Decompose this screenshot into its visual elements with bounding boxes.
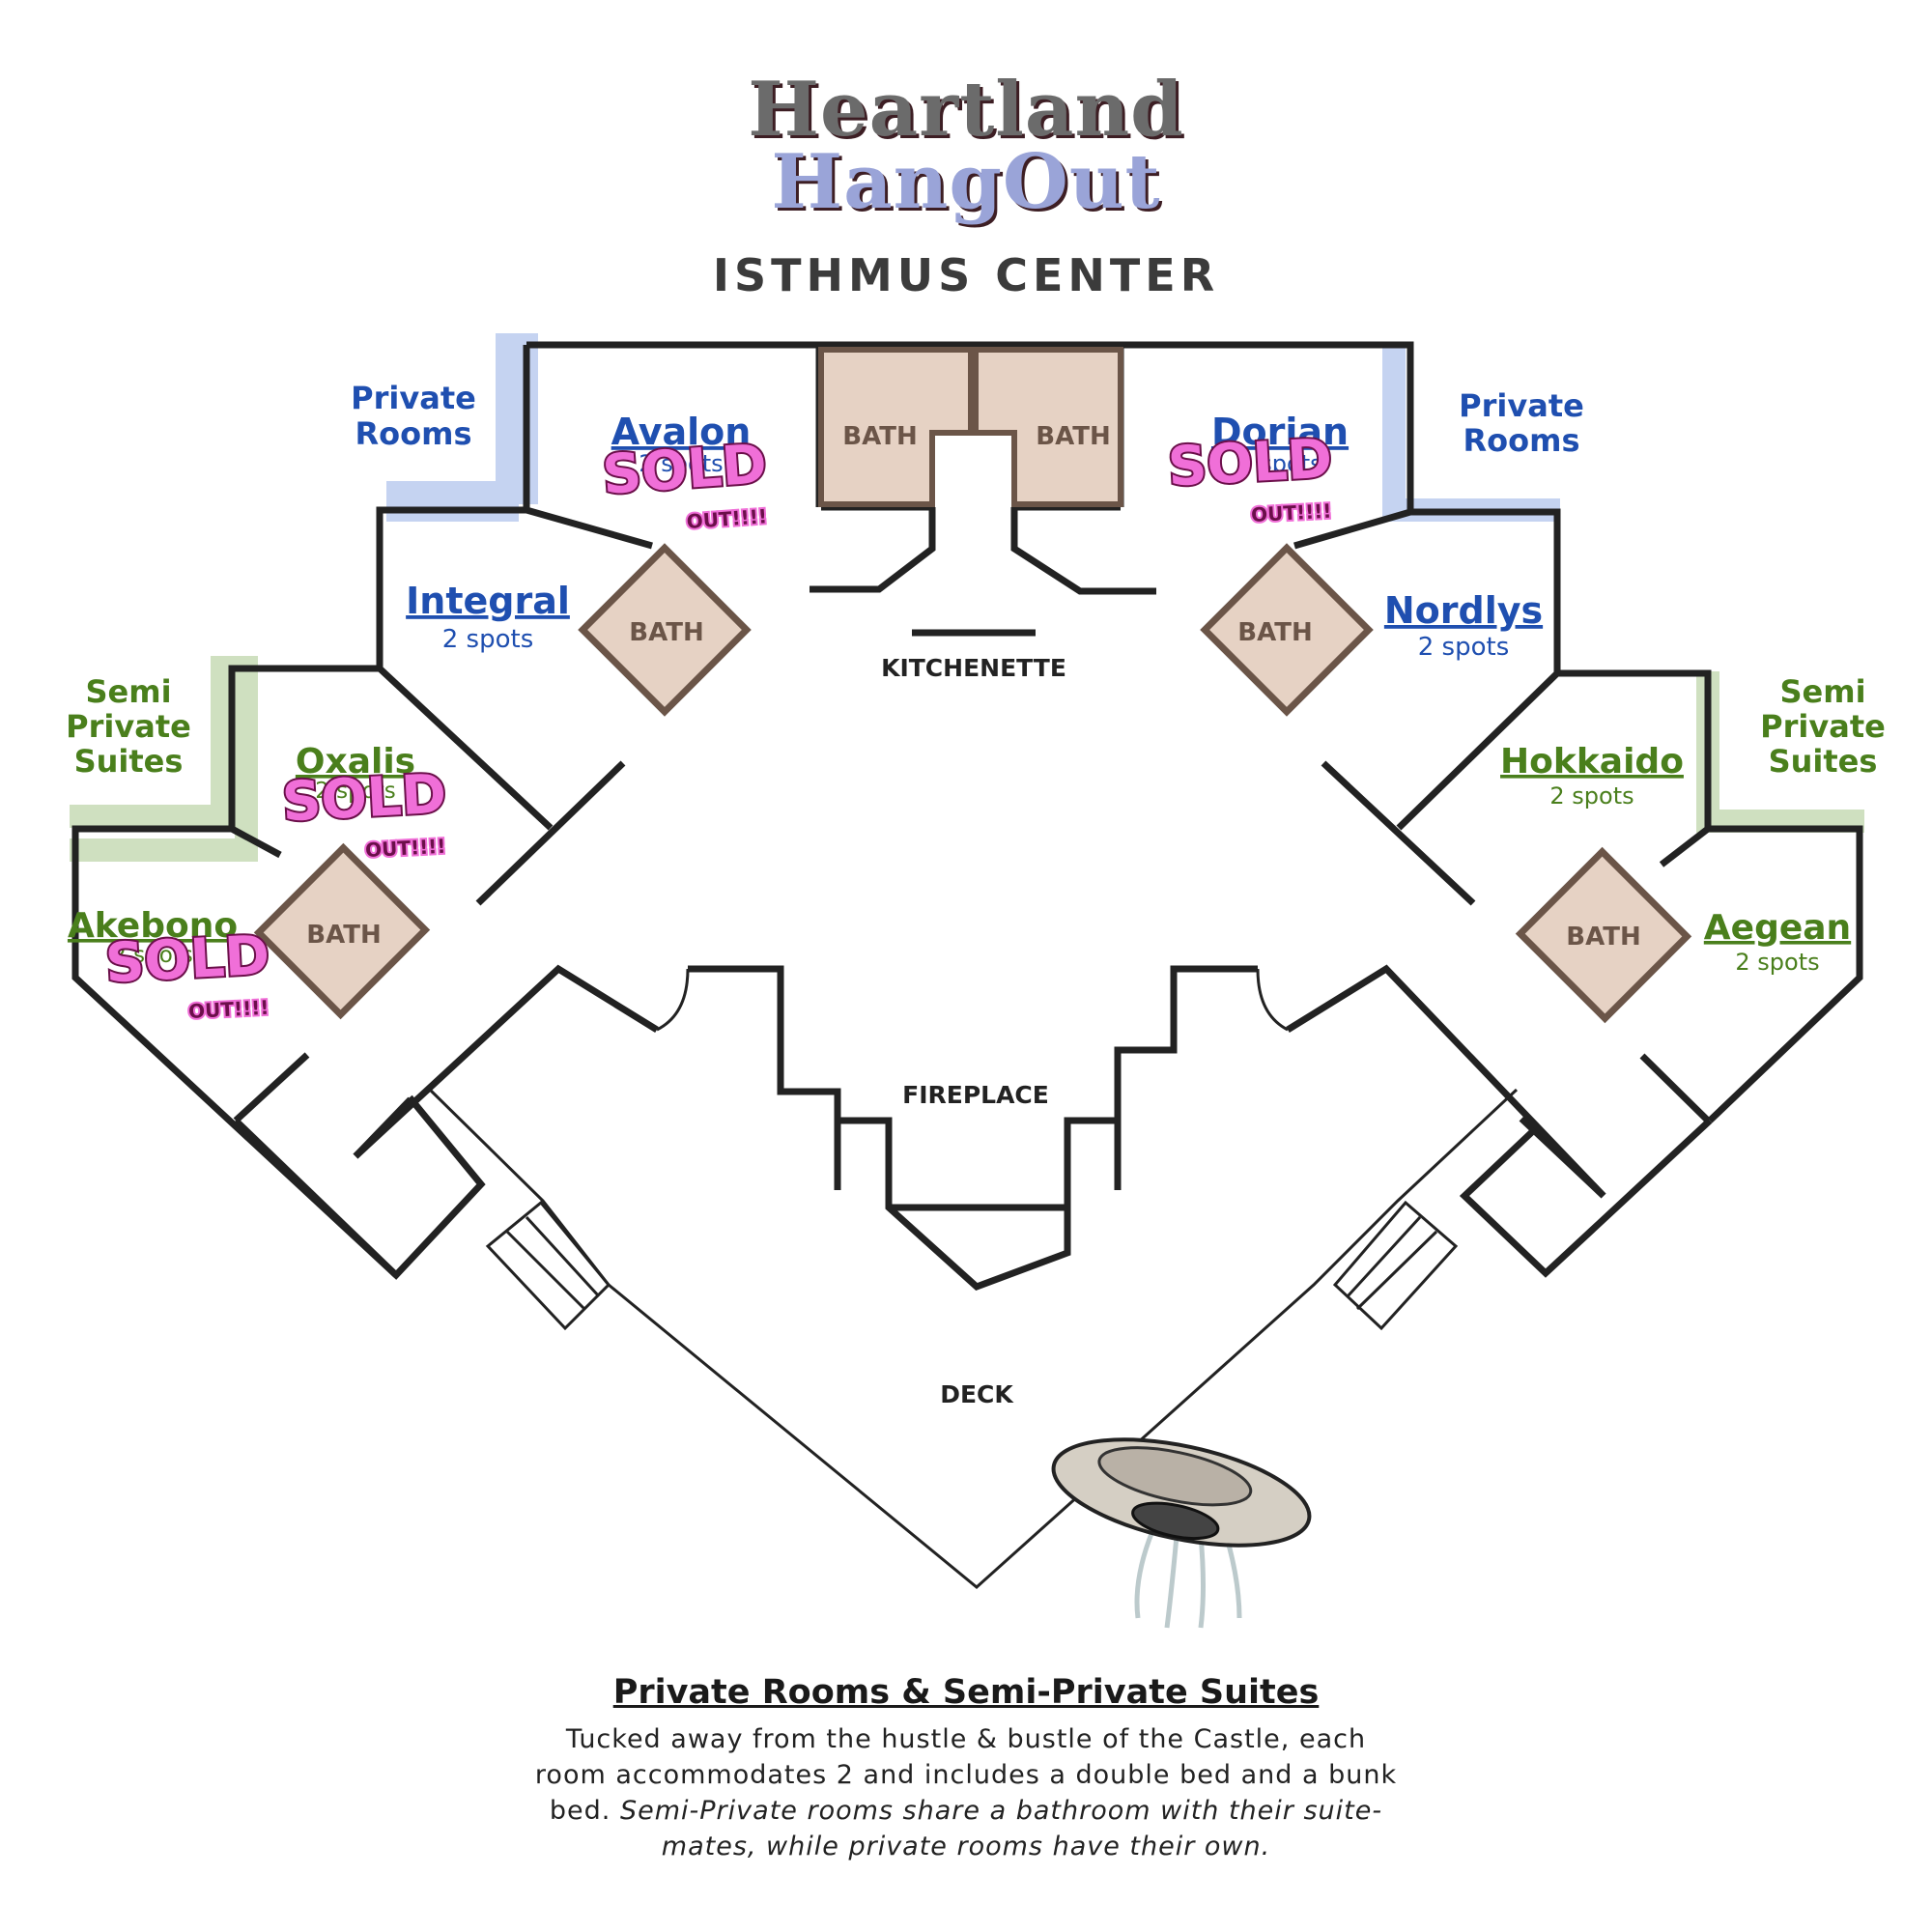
sold-dorian-big: SOLD — [1166, 428, 1333, 499]
deck-outline — [428, 1088, 1519, 1589]
ufo-icon — [1051, 1437, 1312, 1629]
bath-hokkaido-aegean — [1515, 846, 1692, 1024]
sold-oxalis-big: SOLD — [280, 763, 447, 835]
wall-akebono-door — [233, 1052, 310, 1123]
zone-semi-right-2: Private — [1760, 708, 1886, 745]
room-hokkaido-spots: 2 spots — [1549, 782, 1634, 810]
sold-avalon-small: OUT!!!! — [686, 504, 768, 533]
label-fireplace: FIREPLACE — [902, 1081, 1049, 1109]
zone-private-left-2: Rooms — [355, 415, 472, 452]
room-nordlys-name: Nordlys — [1384, 589, 1543, 632]
room-oxalis-name: Oxalis — [296, 742, 415, 781]
sold-akebono-small: OUT!!!! — [188, 996, 270, 1023]
wall-integral-door — [475, 760, 626, 906]
bath-label-4: BATH — [1237, 618, 1312, 647]
wall-deck-right — [1286, 964, 1606, 1199]
stairs-right — [1332, 1200, 1459, 1331]
bath-avalon — [578, 543, 752, 717]
room-oxalis-spots: 2 spots — [315, 779, 396, 804]
sold-stamps: SOLD OUT!!!! SOLD OUT!!!! SOLD OUT!!!! S… — [101, 426, 1335, 1025]
wall-avalon — [526, 506, 653, 550]
stairs-left-treads — [505, 1215, 601, 1311]
wall-oxalis — [230, 825, 282, 859]
stairs-right-treads — [1346, 1215, 1438, 1311]
bathrooms — [253, 347, 1692, 1024]
label-kitchenette: KITCHENETTE — [881, 654, 1066, 682]
zone-private-right-1: Private — [1459, 387, 1584, 424]
bath-top-divider — [929, 430, 1017, 507]
room-integral-name: Integral — [406, 580, 570, 622]
stairs-left — [485, 1200, 611, 1331]
room-nordlys-spots: 2 spots — [1418, 633, 1510, 662]
wall-integral — [377, 666, 554, 831]
zone-semi-left-2: Private — [66, 708, 191, 745]
wall-bottom-left-inner — [233, 1118, 399, 1278]
zone-semi-left-1: Semi — [85, 673, 171, 710]
area-labels: KITCHENETTE FIREPLACE DECK — [881, 654, 1066, 1408]
wall-fireplace — [688, 965, 1258, 1292]
wall-dorian — [1293, 508, 1411, 550]
caption-body-plain: Tucked away from the hustle & bustle of … — [534, 1724, 1398, 1826]
room-integral-spots: 2 spots — [442, 625, 534, 654]
wall-top-right — [526, 341, 1863, 1123]
wall-deck-left — [353, 964, 659, 1159]
wall-hokkaido — [1659, 826, 1711, 867]
caption-body: Tucked away from the hustle & bustle of … — [531, 1721, 1401, 1864]
sold-stamp-dorian: SOLD OUT!!!! — [1164, 426, 1335, 528]
room-akebono-spots: 2 spots — [112, 943, 193, 968]
wall-aegean-door — [1639, 1053, 1711, 1123]
bath-dorian — [1200, 543, 1374, 717]
room-akebono-name: Akebono — [68, 906, 238, 946]
sold-stamp-oxalis: SOLD OUT!!!! — [278, 761, 449, 864]
room-hokkaido-name: Hokkaido — [1500, 742, 1684, 781]
room-aegean-name: Aegean — [1704, 908, 1851, 948]
bath-label-1: BATH — [842, 422, 917, 451]
zone-semi-right-3: Suites — [1769, 743, 1878, 780]
bath-labels: BATH BATH BATH BATH BATH BATH — [306, 422, 1640, 952]
room-avalon-name: Avalon — [611, 411, 752, 453]
door-arcs — [656, 968, 1289, 1032]
title-hangout: HangOut — [771, 138, 1161, 226]
bath-oxalis-akebono — [253, 842, 431, 1020]
sold-stamp-akebono: SOLD OUT!!!! — [101, 923, 272, 1025]
bath-label-6: BATH — [1566, 923, 1640, 952]
sold-stamp-avalon: SOLD OUT!!!! — [599, 431, 771, 535]
bath-label-2: BATH — [1036, 422, 1110, 451]
bath-label-3: BATH — [629, 618, 703, 647]
zone-private-left-1: Private — [351, 380, 476, 416]
sold-oxalis-small: OUT!!!! — [365, 835, 447, 862]
wall-fireplace-sides — [834, 1121, 1122, 1190]
title-heartland: Heartland — [748, 66, 1184, 154]
room-dorian-spots: 2 spots — [1237, 450, 1321, 477]
zone-semi-left-3: Suites — [74, 743, 184, 780]
sold-akebono-big: SOLD — [103, 924, 270, 996]
wall-nordlys-door — [1321, 760, 1476, 906]
sold-avalon-big: SOLD — [601, 433, 769, 507]
bath-label-5: BATH — [306, 921, 381, 950]
label-deck: DECK — [940, 1380, 1014, 1408]
caption-heading: Private Rooms & Semi-Private Suites — [612, 1673, 1320, 1712]
subtitle: ISTHMUS CENTER — [712, 249, 1220, 301]
zone-labels: Private Rooms Private Rooms Semi Private… — [66, 380, 1886, 780]
sold-dorian-small: OUT!!!! — [1251, 499, 1333, 526]
room-dorian-name: Dorian — [1211, 411, 1349, 453]
room-avalon-spots: 2 spots — [639, 450, 723, 477]
room-labels: Avalon 2 spots Dorian 2 spots Integral 2… — [68, 411, 1851, 976]
zone-private-right-2: Rooms — [1463, 422, 1580, 459]
door-arc-left — [656, 968, 690, 1032]
caption-body-italic: Semi-Private rooms share a bathroom with… — [619, 1796, 1383, 1861]
door-arc-right — [1256, 968, 1289, 1032]
wall-bottom-right — [1459, 1118, 1713, 1278]
zone-semi-right-1: Semi — [1779, 673, 1865, 710]
deck — [428, 1088, 1519, 1589]
wall-nordlys — [1396, 670, 1560, 831]
room-aegean-spots: 2 spots — [1735, 949, 1819, 976]
